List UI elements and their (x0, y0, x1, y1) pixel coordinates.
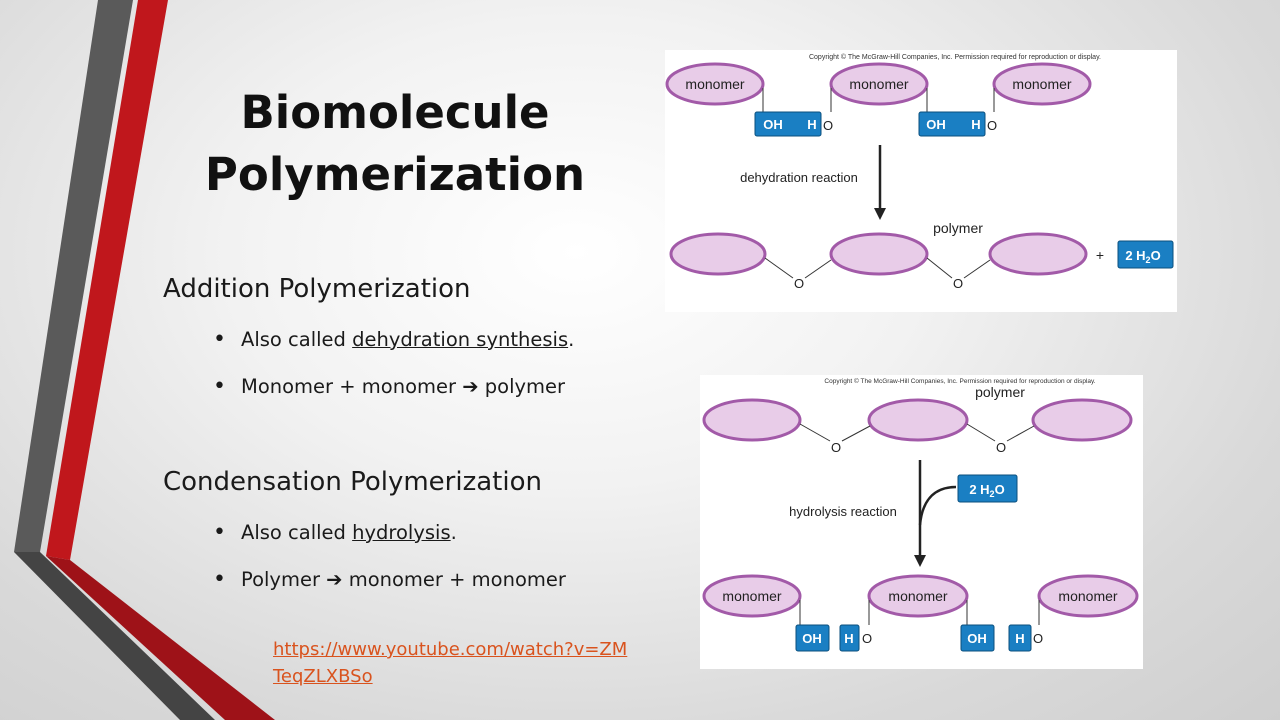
oh-h-box (918, 111, 986, 137)
underlined-term: dehydration synthesis (352, 328, 569, 351)
red-stripe-top (46, 0, 168, 560)
monomer-label: monomer (888, 588, 947, 604)
down-arrow-icon (874, 208, 886, 220)
o-label: O (823, 118, 833, 133)
polymer-unit-ellipse (1031, 398, 1133, 442)
polymer-unit-ellipse (702, 398, 802, 442)
reaction-label: hydrolysis reaction (789, 504, 897, 519)
monomer-ellipse (829, 62, 929, 106)
o-label: O (831, 440, 841, 455)
water-box (957, 474, 1018, 503)
title-line-2: Polymerization (204, 148, 586, 201)
monomer-label: monomer (1058, 588, 1117, 604)
o-label: O (862, 631, 872, 646)
o-label: O (794, 276, 804, 291)
bullet-item: • Also called dehydration synthesis. (213, 327, 575, 352)
hydrolysis-diagram: Copyright © The McGraw-Hill Companies, I… (700, 375, 1143, 669)
reaction-label: dehydration reaction (740, 170, 858, 185)
water-box (1117, 240, 1174, 269)
monomer-ellipse (665, 62, 765, 106)
monomer-label: monomer (722, 588, 781, 604)
o-label: O (996, 440, 1006, 455)
h-label: H (971, 117, 980, 132)
h-box (1008, 624, 1032, 652)
polymer-unit-ellipse (829, 232, 929, 276)
dehydration-diagram: Copyright © The McGraw-Hill Companies, I… (665, 50, 1177, 312)
o-label: O (987, 118, 997, 133)
polymer-unit-ellipse (867, 398, 969, 442)
monomer-label: monomer (685, 76, 744, 92)
oh-label: OH (926, 117, 946, 132)
h-label: H (807, 117, 816, 132)
water-label: 2 H2O (969, 482, 1004, 499)
underlined-term: hydrolysis (352, 521, 451, 544)
water-label: 2 H2O (1125, 248, 1160, 265)
gray-stripe-bottom (14, 552, 215, 720)
monomer-ellipse (992, 62, 1092, 106)
monomer-label: monomer (1012, 76, 1071, 92)
right-arrow-icon: ➔ (326, 568, 343, 591)
polymer-label: polymer (975, 384, 1025, 400)
polymer-label: polymer (933, 220, 983, 236)
o-label: O (953, 276, 963, 291)
monomer-ellipse (867, 574, 969, 618)
oh-label: OH (967, 631, 987, 646)
plus-sign: + (1096, 247, 1104, 263)
bullet-dot: • (213, 374, 226, 399)
bullet-dot: • (213, 520, 226, 545)
h-label: H (1015, 631, 1024, 646)
bullet-dot: • (213, 567, 226, 592)
bullet-item: • Polymer ➔ monomer + monomer (213, 567, 566, 592)
youtube-link[interactable]: https://www.youtube.com/watch?v=ZMTeqZLX… (273, 639, 628, 687)
bullet-dot: • (213, 327, 226, 352)
polymer-unit-ellipse (669, 232, 767, 276)
o-label: O (1033, 631, 1043, 646)
down-arrow-icon (914, 555, 926, 567)
red-stripe-bottom (46, 556, 275, 720)
bullet-item: • Monomer + monomer ➔ polymer (213, 374, 566, 399)
oh-label: OH (763, 117, 783, 132)
oh-box (960, 624, 995, 652)
polymer-unit-ellipse (988, 232, 1088, 276)
h-box (839, 624, 860, 652)
h-label: H (844, 631, 853, 646)
copyright-text: Copyright © The McGraw-Hill Companies, I… (809, 53, 1101, 61)
oh-box (795, 624, 830, 652)
oh-h-box (754, 111, 822, 137)
copyright-text: Copyright © The McGraw-Hill Companies, I… (824, 377, 1095, 385)
bullet-item: • Also called hydrolysis. (213, 520, 457, 545)
slide-title: Biomolecule Polymerization (160, 82, 630, 206)
right-arrow-icon: ➔ (462, 375, 479, 398)
monomer-label: monomer (849, 76, 908, 92)
section-heading-addition: Addition Polymerization (163, 274, 471, 304)
monomer-ellipse (702, 574, 802, 618)
monomer-ellipse (1037, 574, 1139, 618)
gray-stripe-top (14, 0, 133, 552)
oh-label: OH (802, 631, 822, 646)
section-heading-condensation: Condensation Polymerization (163, 467, 542, 497)
title-line-1: Biomolecule (240, 86, 550, 139)
